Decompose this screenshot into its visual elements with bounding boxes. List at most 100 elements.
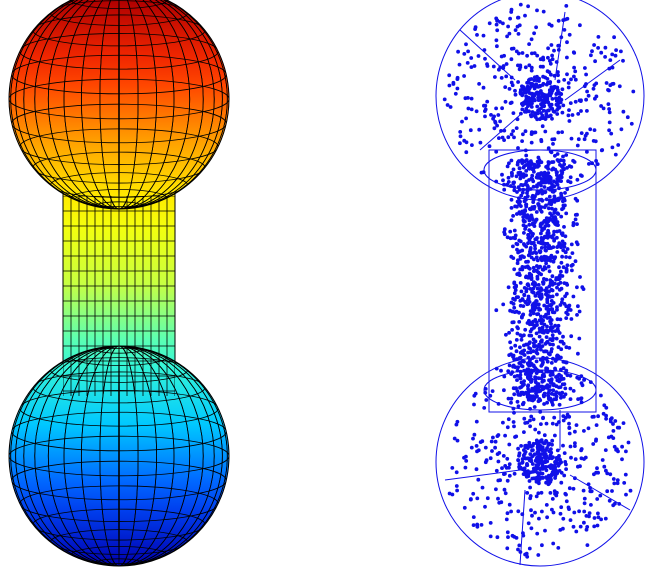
sample-point [453, 91, 458, 96]
sample-point [548, 303, 553, 308]
sample-point [534, 255, 539, 260]
sample-point [550, 160, 554, 165]
sample-point [539, 295, 544, 300]
sample-point [537, 481, 541, 486]
sample-point [554, 170, 559, 175]
sample-point [483, 445, 488, 450]
sample-point [527, 271, 532, 276]
sample-point [562, 473, 567, 478]
sample-point [506, 417, 511, 422]
sample-point [550, 116, 554, 121]
sample-point [530, 193, 535, 198]
sample-point [621, 58, 625, 63]
sample-point [546, 479, 551, 484]
sample-point [513, 92, 518, 97]
sample-point [521, 183, 525, 188]
sample-point [543, 245, 548, 249]
sample-point [465, 61, 470, 65]
sample-point [469, 445, 474, 450]
sample-point [508, 16, 512, 21]
sample-point [553, 221, 557, 226]
sample-point [551, 233, 556, 237]
sample-point [518, 176, 523, 181]
sample-point [524, 260, 528, 264]
sample-point [533, 243, 537, 248]
sample-point [564, 492, 568, 497]
sample-point [537, 430, 541, 435]
sample-point [524, 107, 529, 111]
sample-point [511, 214, 515, 218]
sample-point [530, 110, 535, 114]
sample-point [536, 491, 541, 496]
sample-point [544, 368, 548, 373]
sample-point [533, 219, 538, 224]
sample-point [546, 146, 551, 151]
sample-point [546, 186, 551, 191]
sample-point [558, 303, 563, 307]
sample-point [536, 302, 541, 307]
sample-point [539, 116, 544, 120]
longitude-line [10, 0, 228, 209]
sample-point [549, 299, 554, 303]
sample-point [495, 452, 500, 456]
sample-point [508, 229, 513, 234]
sample-point [515, 247, 519, 252]
sample-point [532, 94, 536, 98]
sample-point [514, 338, 519, 342]
sample-point [494, 366, 499, 371]
sample-point [559, 347, 564, 352]
sample-point [522, 343, 526, 348]
sample-point [567, 431, 572, 436]
sample-point [548, 90, 553, 94]
sample-point [530, 217, 535, 222]
sample-point [527, 228, 532, 233]
sample-point [554, 60, 559, 64]
sample-point [471, 515, 476, 519]
sample-point [569, 136, 574, 141]
sample-point [518, 550, 523, 554]
sample-point [521, 472, 526, 476]
sample-point [527, 322, 532, 327]
sample-point [539, 314, 543, 319]
sample-point [514, 295, 519, 300]
sample-point [607, 120, 612, 125]
sample-point [577, 509, 581, 514]
sample-point [513, 236, 517, 241]
sample-point [536, 446, 540, 451]
sample-point [505, 164, 510, 169]
sample-point [476, 477, 481, 482]
sample-point [542, 378, 546, 383]
sample-point [548, 234, 553, 239]
sample-point [529, 101, 534, 106]
sample-point [512, 291, 517, 296]
sample-point [484, 398, 489, 402]
sample-point [565, 187, 570, 192]
sample-point [532, 31, 536, 36]
sample-point [557, 331, 562, 335]
dumbbell-point-cloud [435, 0, 645, 567]
sample-point [567, 507, 571, 511]
sample-point [527, 375, 532, 380]
sample-point [494, 308, 499, 313]
sample-point [582, 378, 586, 382]
sample-point [533, 510, 537, 515]
sample-point [555, 112, 560, 116]
sample-point [611, 477, 616, 481]
sample-point [549, 23, 554, 28]
sample-point [564, 211, 569, 216]
sample-point [564, 255, 568, 259]
sample-point [607, 66, 612, 71]
sample-point [544, 216, 549, 221]
sample-point [495, 434, 500, 438]
sample-point [593, 59, 597, 64]
sample-point [454, 470, 459, 475]
sample-point [561, 341, 566, 346]
sample-point [534, 331, 539, 336]
sample-point [553, 433, 557, 438]
sample-point [501, 64, 506, 68]
sample-point [563, 386, 568, 391]
sample-point [523, 129, 528, 134]
sample-point [525, 491, 530, 495]
sample-point [524, 169, 529, 173]
sample-point [515, 199, 520, 204]
